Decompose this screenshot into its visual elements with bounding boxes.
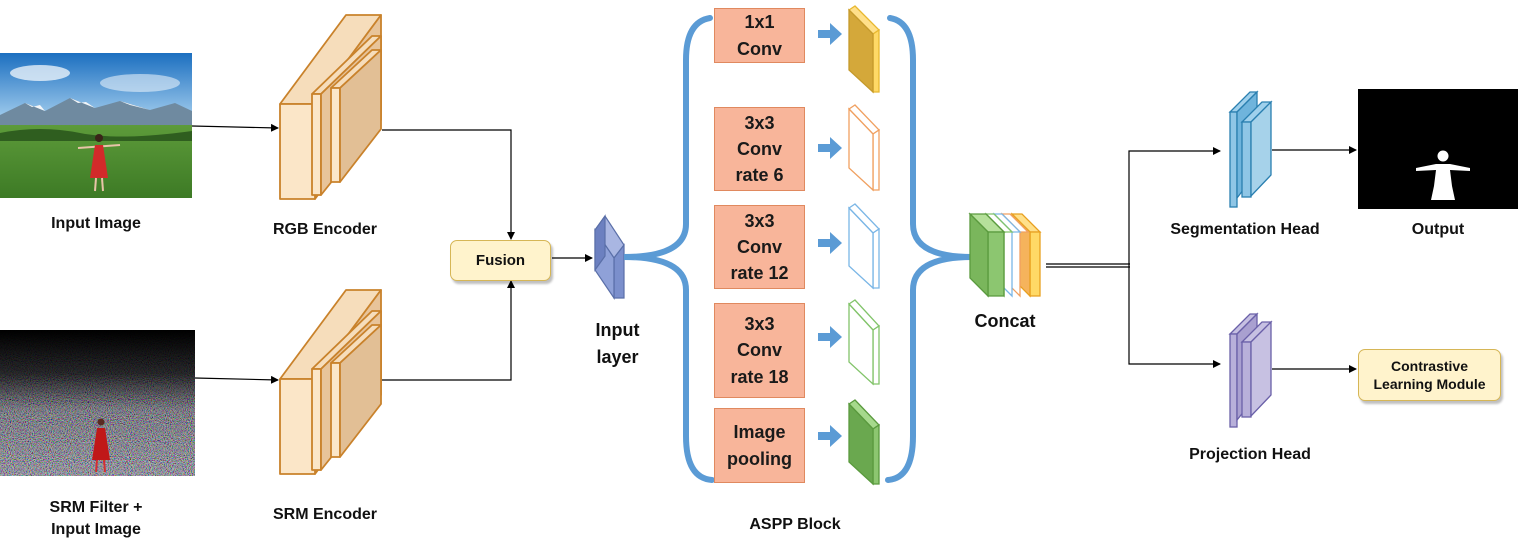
fusion-label: Fusion — [475, 252, 526, 269]
fusion-box: Fusion — [450, 240, 551, 281]
arrow-rgb-to-fusion — [382, 129, 515, 240]
conv-rate18-line2: Conv — [737, 340, 782, 361]
srm-input-label-line2: Input Image — [51, 521, 141, 538]
right-brace — [885, 15, 973, 483]
aspp-conv-1x1: 1x1 Conv — [714, 8, 805, 63]
pooling-line2: pooling — [727, 448, 792, 469]
projection-head-block — [1228, 312, 1273, 428]
output-mask-image — [1358, 89, 1518, 209]
feature-map-rate18 — [848, 299, 880, 386]
feature-map-1x1 — [847, 5, 881, 94]
aspp-branch-arrows — [818, 23, 842, 447]
input-image-photo — [0, 53, 192, 198]
conv-rate18-line3: rate 18 — [730, 366, 789, 387]
input-layer-label-line1: Input — [595, 320, 640, 340]
conv-rate18-line1: 3x3 — [744, 314, 775, 335]
arrow-to-proj-head — [1128, 265, 1221, 368]
arrow-to-seg-head — [1128, 147, 1221, 265]
concat-block — [968, 212, 1042, 298]
feature-map-pooling — [847, 399, 881, 486]
conv-rate6-line2: Conv — [737, 138, 782, 159]
segmentation-head-label: Segmentation Head — [1170, 221, 1320, 238]
conv-rate12-line1: 3x3 — [744, 210, 775, 231]
srm-encoder-block — [279, 289, 382, 475]
srm-filtered-image — [0, 330, 195, 476]
feature-map-rate12 — [847, 203, 881, 290]
concat-label: Concat — [974, 311, 1036, 331]
aspp-image-pooling: Image pooling — [714, 408, 805, 483]
aspp-conv-rate18: 3x3 Conv rate 18 — [714, 303, 805, 398]
conv-1x1-line1: 1x1 — [744, 12, 775, 33]
projection-head-label: Projection Head — [1189, 446, 1311, 463]
arrow-srm-to-encoder — [194, 375, 279, 384]
aspp-conv-rate6: 3x3 Conv rate 6 — [714, 107, 805, 191]
conv-rate6-line1: 3x3 — [744, 112, 775, 133]
input-layer-label-line2: layer — [596, 347, 639, 367]
rgb-encoder-label: RGB Encoder — [272, 221, 377, 238]
output-label: Output — [1411, 221, 1465, 238]
srm-input-label-line1: SRM Filter + — [49, 499, 143, 516]
arrow-input-to-rgb — [191, 123, 279, 132]
contrastive-label-line2: Learning Module — [1373, 376, 1486, 392]
contrastive-label-line1: Contrastive — [1390, 357, 1469, 374]
conv-1x1-line2: Conv — [737, 38, 782, 59]
feature-map-rate6 — [847, 104, 881, 192]
rgb-encoder-block — [279, 14, 382, 200]
srm-encoder-label: SRM Encoder — [272, 506, 377, 523]
input-image-label: Input Image — [51, 215, 141, 232]
arrow-srm-to-fusion — [382, 280, 515, 381]
conv-rate12-line3: rate 12 — [730, 263, 789, 284]
aspp-conv-rate12: 3x3 Conv rate 12 — [714, 205, 805, 289]
pooling-line1: Image — [733, 422, 786, 443]
aspp-block-label: ASPP Block — [749, 516, 841, 533]
segmentation-head-block — [1228, 90, 1273, 208]
conv-rate6-line3: rate 6 — [735, 165, 784, 186]
left-brace — [623, 15, 715, 483]
input-layer-block — [594, 214, 625, 300]
contrastive-learning-box: Contrastive Learning Module — [1358, 349, 1501, 401]
conv-rate12-line2: Conv — [737, 236, 782, 257]
